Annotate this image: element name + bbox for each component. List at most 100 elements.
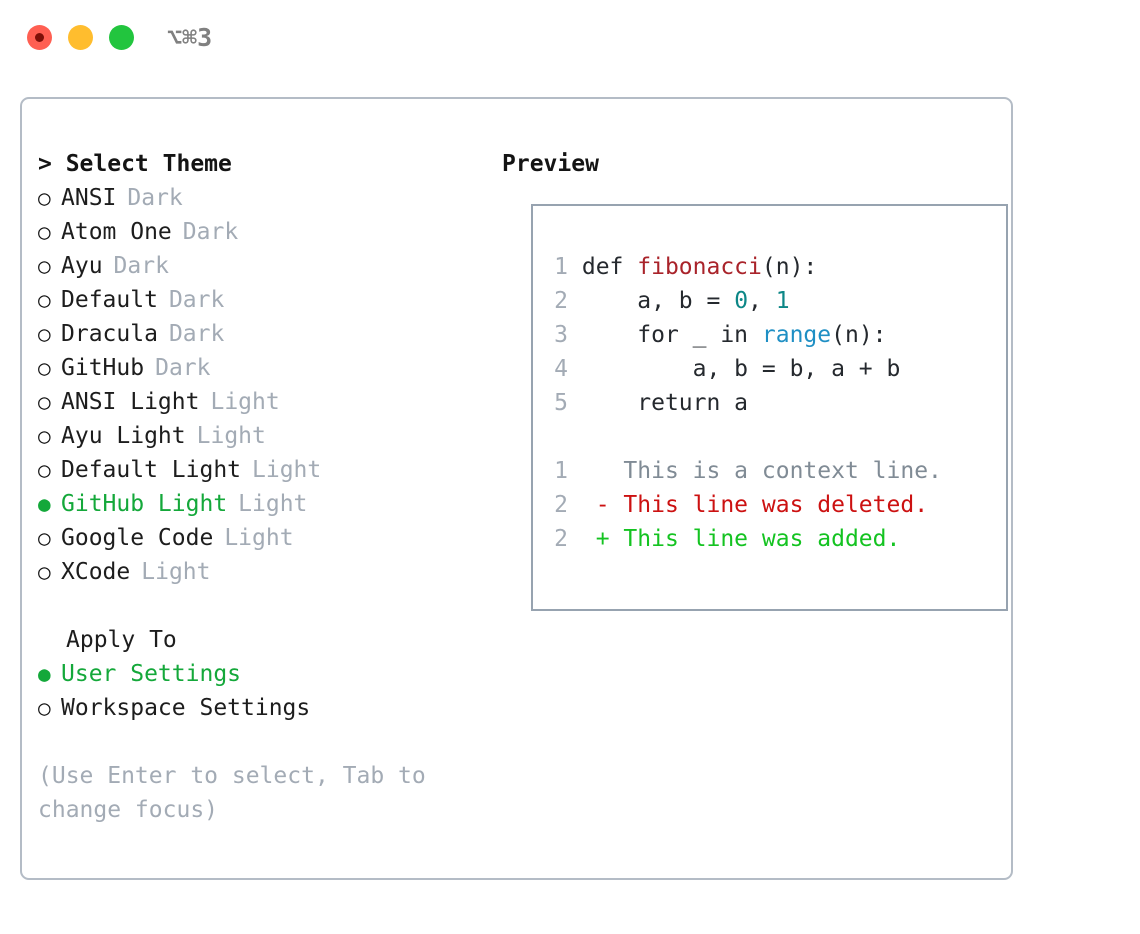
code-token-plain: def <box>581 254 638 280</box>
keyboard-shortcut-label: ⌥⌘3 <box>167 23 213 52</box>
preview-heading: Preview <box>502 151 599 177</box>
theme-option-name: Default Light <box>61 457 242 483</box>
diff-text: This line was added. <box>623 526 901 552</box>
theme-option-variant: Light <box>210 389 280 415</box>
theme-option-name: Default <box>61 287 158 313</box>
code-token-plain: , <box>748 288 776 314</box>
radio-unselected-icon: ○ <box>38 560 51 584</box>
theme-option[interactable]: ○ Default Dark <box>38 283 488 317</box>
line-number: 1 <box>554 254 568 280</box>
theme-option-variant: Dark <box>168 321 225 347</box>
theme-option-name: Dracula <box>61 321 158 347</box>
code-token-plain: (n): <box>831 322 887 348</box>
radio-unselected-icon: ○ <box>38 526 51 550</box>
maximize-window-button[interactable] <box>109 25 134 50</box>
radio-unselected-icon: ○ <box>38 356 51 380</box>
theme-option-name: GitHub Light <box>61 491 228 517</box>
code-line: 1 def fibonacci(n): <box>547 250 1002 284</box>
code-line: 2 a, b = 0, 1 <box>547 284 1002 318</box>
radio-unselected-icon: ○ <box>38 220 51 244</box>
traffic-lights <box>27 25 134 50</box>
code-token-fn: fibonacci <box>637 254 762 280</box>
preview-column: Preview 1 def fibonacci(n):2 a, b = 0, 1… <box>500 147 1008 611</box>
apply-to-heading: Apply To <box>66 627 177 653</box>
diff-line: 1 This is a context line. <box>547 454 1002 488</box>
code-token-call: range <box>761 322 832 348</box>
apply-to-option[interactable]: ○ Workspace Settings <box>38 691 488 725</box>
theme-option[interactable]: ○ ANSI Dark <box>38 181 488 215</box>
theme-option-name: Ayu <box>61 253 103 279</box>
code-token-plain: return a <box>581 390 749 416</box>
radio-unselected-icon: ○ <box>38 696 51 720</box>
apply-to-list[interactable]: ● User Settings ○ Workspace Settings <box>38 657 488 725</box>
radio-selected-icon: ● <box>38 492 51 516</box>
theme-option[interactable]: ○ XCode Light <box>38 555 488 589</box>
theme-option-variant: Dark <box>127 185 183 211</box>
theme-option-name: ANSI Light <box>61 389 200 415</box>
diff-line: 2 - This line was deleted. <box>547 488 1002 522</box>
code-line: 4 a, b = b, a + b <box>547 352 1002 386</box>
diff-text: This is a context line. <box>623 458 942 484</box>
apply-to-option-name: User Settings <box>61 661 242 687</box>
radio-unselected-icon: ○ <box>38 424 51 448</box>
diff-marker <box>596 458 624 484</box>
theme-option-variant: Dark <box>168 287 225 313</box>
line-number: 2 <box>554 492 568 518</box>
minimize-window-button[interactable] <box>68 25 93 50</box>
line-number: 3 <box>554 322 568 348</box>
apply-to-option-name: Workspace Settings <box>61 695 311 721</box>
radio-unselected-icon: ○ <box>38 458 51 482</box>
code-token-plain: a, b = <box>581 288 735 314</box>
code-line: 5 return a <box>547 386 1002 420</box>
theme-option[interactable]: ● GitHub Light Light <box>38 487 488 521</box>
theme-option-name: Ayu Light <box>61 423 186 449</box>
theme-option-variant: Dark <box>182 219 239 245</box>
code-token-num: 0 <box>734 288 749 314</box>
code-token-plain: for _ in <box>581 322 762 348</box>
radio-unselected-icon: ○ <box>38 254 51 278</box>
select-theme-heading: > Select Theme <box>38 151 232 177</box>
line-number: 2 <box>554 526 568 552</box>
theme-option-variant: Light <box>141 559 211 585</box>
code-line: 3 for _ in range(n): <box>547 318 1002 352</box>
theme-option-variant: Light <box>224 525 294 551</box>
theme-option-name: XCode <box>61 559 131 585</box>
keyboard-hint-text: (Use Enter to select, Tab to change focu… <box>38 763 440 823</box>
radio-unselected-icon: ○ <box>38 390 51 414</box>
radio-unselected-icon: ○ <box>38 288 51 312</box>
close-window-button[interactable] <box>27 25 52 50</box>
radio-selected-icon: ● <box>38 662 51 686</box>
radio-unselected-icon: ○ <box>38 186 51 210</box>
theme-option-variant: Dark <box>155 355 211 381</box>
diff-line: 2 + This line was added. <box>547 522 1002 556</box>
theme-option[interactable]: ○ ANSI Light Light <box>38 385 488 419</box>
title-bar: ⌥⌘3 <box>0 0 1140 76</box>
line-number: 2 <box>554 288 568 314</box>
diff-marker: + <box>595 526 624 552</box>
apply-to-section: Apply To ● User Settings ○ Workspace Settin… <box>38 623 488 725</box>
code-token-plain: a, b = b, a + b <box>581 356 901 382</box>
theme-option-variant: Light <box>252 457 322 483</box>
code-token-plain: (n): <box>761 254 818 280</box>
theme-option[interactable]: ○ Default Light Light <box>38 453 488 487</box>
theme-option-variant: Light <box>238 491 308 517</box>
line-number: 5 <box>554 390 568 416</box>
line-number: 1 <box>554 458 568 484</box>
theme-option-name: ANSI <box>61 185 117 211</box>
apply-to-option[interactable]: ● User Settings <box>38 657 488 691</box>
code-token-num: 1 <box>775 288 790 314</box>
diff-marker: - <box>595 492 624 518</box>
